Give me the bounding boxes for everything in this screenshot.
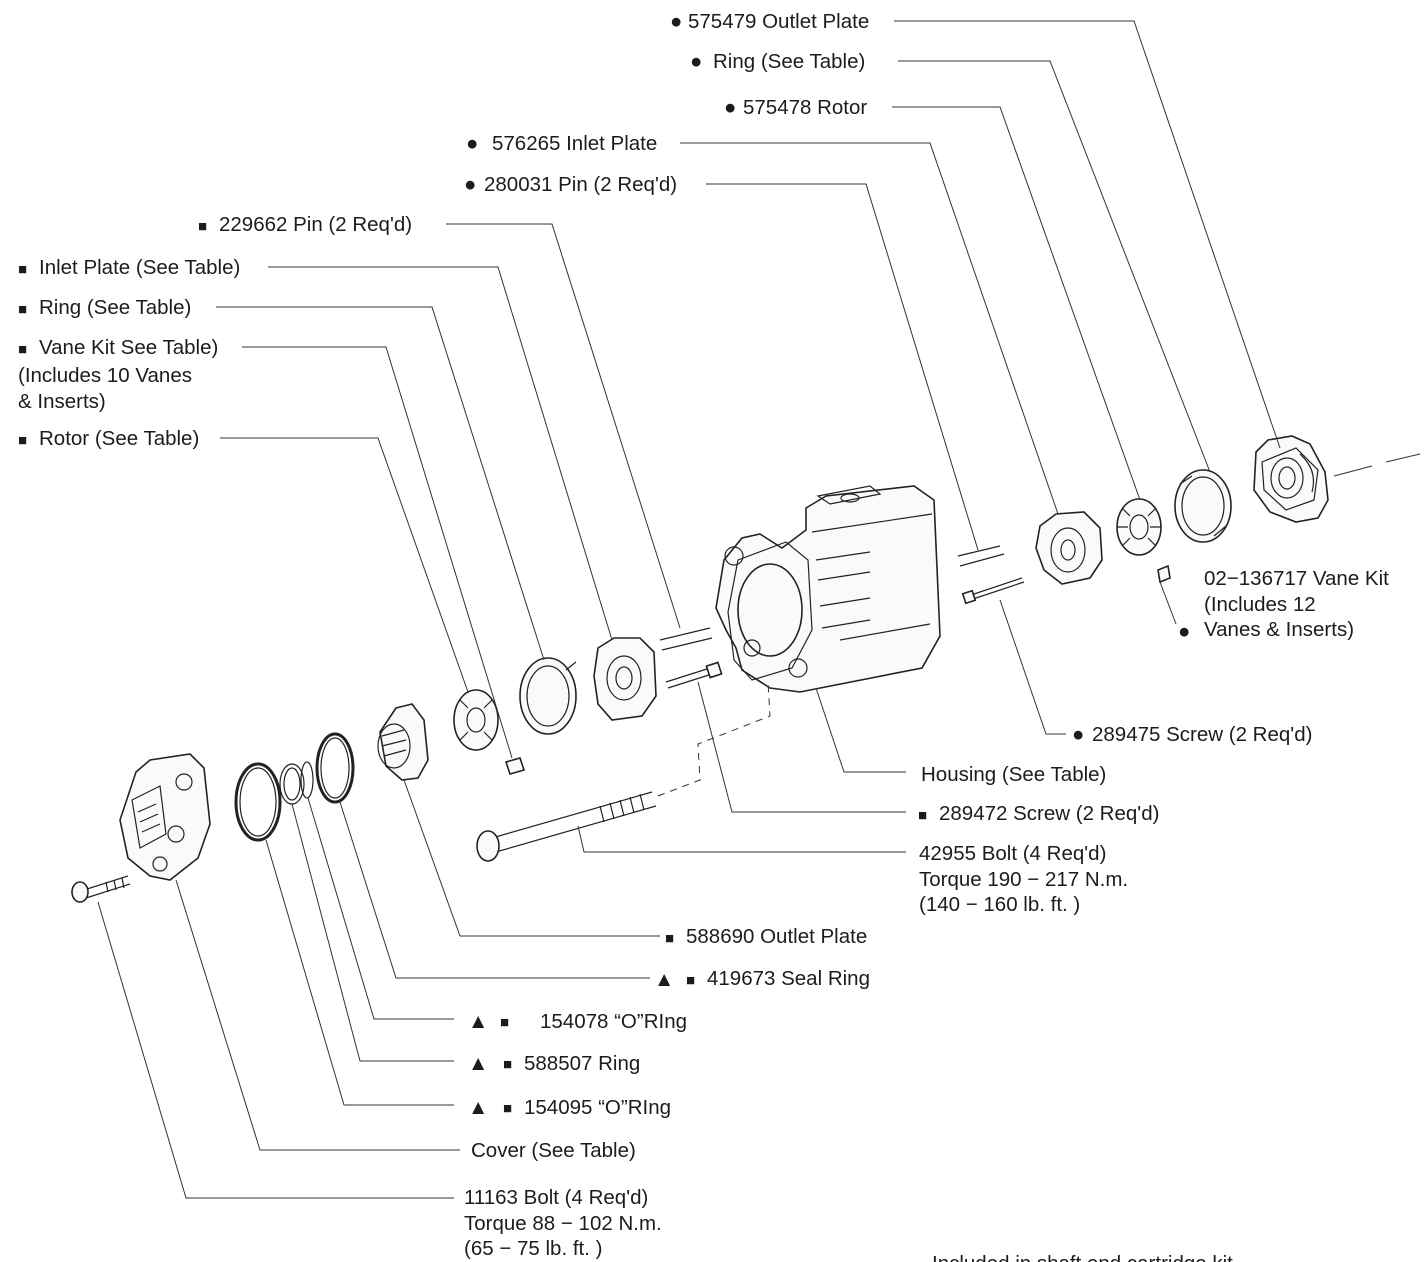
- sym-square: ■: [503, 1056, 512, 1073]
- sym-square: ■: [665, 930, 674, 947]
- sym-square: ■: [198, 218, 207, 235]
- label-bolt-42955-line1: 42955 Bolt (4 Req'd): [919, 842, 1106, 865]
- sym-circle: ●: [670, 10, 682, 33]
- part-drawings: [71, 435, 1421, 903]
- label-rotor-575478: 575478 Rotor: [743, 96, 867, 119]
- part-bolt-42955: [476, 681, 771, 862]
- label-seal-ring-419673: 419673 Seal Ring: [707, 967, 870, 990]
- label-inlet-plate-576265: 576265 Inlet Plate: [492, 132, 657, 155]
- label-vane-kit-02-line1: 02−136717 Vane Kit: [1204, 567, 1389, 590]
- sym-triangle: ▲: [654, 968, 674, 991]
- sym-square: ■: [18, 261, 27, 278]
- sym-triangle: ▲: [468, 1010, 488, 1033]
- label-vane-kit-line1: Vane Kit See Table): [39, 336, 218, 359]
- legend-sym-circle: ●: [896, 1257, 906, 1262]
- label-vane-kit-02-line2: (Includes 12: [1204, 593, 1316, 616]
- label-pin-229662: 229662 Pin (2 Req'd): [219, 213, 412, 236]
- sym-square: ■: [18, 341, 27, 358]
- callout-labels: ● 575479 Outlet Plate ● Ring (See Table)…: [18, 10, 1389, 1262]
- label-pin-280031: 280031 Pin (2 Req'd): [484, 173, 677, 196]
- part-screw-289475: [961, 577, 1025, 605]
- sym-triangle: ▲: [468, 1096, 488, 1119]
- sym-square: ■: [918, 807, 927, 824]
- part-rotor-575478: [1116, 498, 1162, 556]
- sym-circle: ●: [1178, 620, 1190, 643]
- part-seal-ring-419673: [315, 732, 355, 804]
- label-o-ring-154078: 154078 “O”RIng: [540, 1010, 687, 1033]
- label-bolt-11163-line3: (65 − 75 lb. ft. ): [464, 1237, 602, 1260]
- sym-square: ■: [686, 972, 695, 989]
- part-vane-insert-right: [1157, 564, 1171, 584]
- part-o-ring-154095: [234, 762, 282, 842]
- sym-circle: ●: [466, 132, 478, 155]
- label-bolt-11163-line1: 11163 Bolt (4 Req'd): [464, 1186, 648, 1209]
- label-vane-kit-line3: & Inserts): [18, 390, 106, 413]
- part-ring: [519, 657, 577, 735]
- label-outlet-plate-588690: 588690 Outlet Plate: [686, 925, 867, 948]
- label-ring-top: Ring (See Table): [713, 50, 865, 73]
- part-pin-229662: [659, 627, 713, 651]
- sym-square: ■: [503, 1100, 512, 1117]
- part-ring-top: [1174, 469, 1232, 543]
- label-o-ring-154095: 154095 “O”RIng: [524, 1096, 671, 1119]
- sym-square: ■: [18, 301, 27, 318]
- label-housing: Housing (See Table): [921, 763, 1106, 786]
- label-ring: Ring (See Table): [39, 296, 191, 319]
- sym-circle: ●: [1072, 723, 1084, 746]
- label-cover: Cover (See Table): [471, 1139, 636, 1162]
- part-inlet-plate: [593, 637, 657, 721]
- legend-circle-text: Included in shaft end cartridge kit: [932, 1252, 1233, 1262]
- label-screw-289475: 289475 Screw (2 Req'd): [1092, 723, 1312, 746]
- sym-triangle: ▲: [468, 1052, 488, 1075]
- part-screw-289472: [665, 661, 723, 689]
- sym-circle: ●: [724, 96, 736, 119]
- sym-circle: ●: [690, 50, 702, 73]
- part-pin-280031: [957, 545, 1005, 567]
- label-bolt-42955-line3: (140 − 160 lb. ft. ): [919, 893, 1080, 916]
- label-rotor: Rotor (See Table): [39, 427, 199, 450]
- label-screw-289472: 289472 Screw (2 Req'd): [939, 802, 1159, 825]
- label-bolt-11163-line2: Torque 88 − 102 N.m.: [464, 1212, 662, 1235]
- label-vane-kit-line2: (Includes 10 Vanes: [18, 364, 192, 387]
- part-bolt-11163: [71, 875, 131, 903]
- part-housing: [715, 485, 941, 693]
- sym-circle: ●: [464, 173, 476, 196]
- part-inlet-plate-576265: [1035, 511, 1103, 585]
- part-cover: [119, 753, 211, 881]
- label-inlet-plate: Inlet Plate (See Table): [39, 256, 240, 279]
- label-bolt-42955-line2: Torque 190 − 217 N.m.: [919, 868, 1128, 891]
- label-vane-kit-02-line3: Vanes & Inserts): [1204, 618, 1354, 641]
- sym-square: ■: [500, 1014, 509, 1031]
- sym-square: ■: [18, 432, 27, 449]
- label-ring-588507: 588507 Ring: [524, 1052, 640, 1075]
- part-rings-small: [279, 761, 314, 805]
- part-outlet-plate-588690: [377, 703, 429, 781]
- part-vane-insert-left: [504, 757, 526, 775]
- part-outlet-plate-575479: [1253, 435, 1421, 523]
- part-rotor: [453, 689, 499, 751]
- label-outlet-plate-575479: 575479 Outlet Plate: [688, 10, 869, 33]
- leader-lines: [97, 20, 1281, 1199]
